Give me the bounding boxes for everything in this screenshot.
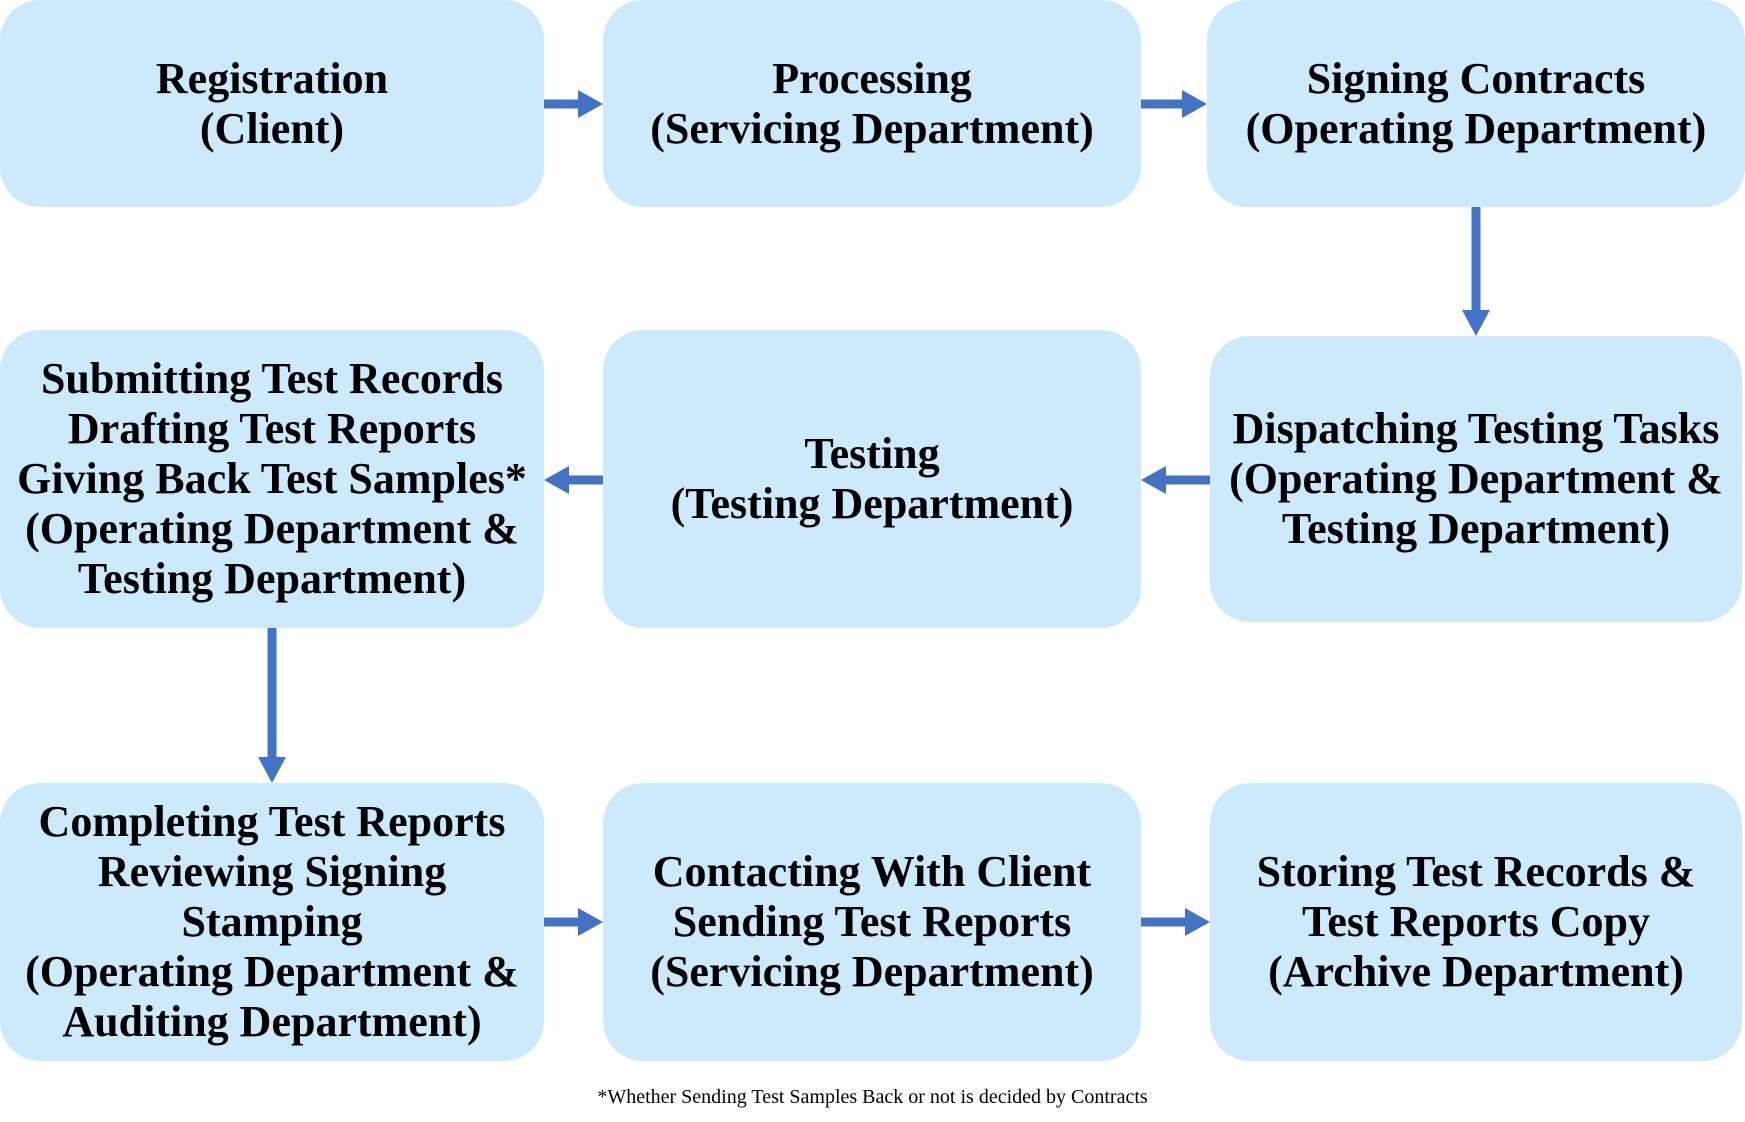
arrow-testing-to-submitting: [544, 466, 603, 494]
node-completing: Completing Test Reports Reviewing Signin…: [0, 783, 544, 1061]
arrow-contacting-to-storing: [1141, 908, 1210, 936]
node-text: Reviewing Signing: [97, 847, 447, 896]
node-text: Giving Back Test Samples*: [17, 454, 527, 503]
node-text: Testing Department): [1281, 504, 1671, 553]
footnote: *Whether Sending Test Samples Back or no…: [597, 1086, 1148, 1108]
node-text: Dispatching Testing Tasks: [1232, 404, 1720, 453]
node-text: (Operating Department &: [25, 947, 519, 996]
node-submitting: Submitting Test Records Drafting Test Re…: [0, 330, 544, 628]
node-text: Signing Contracts: [1306, 53, 1646, 103]
node-text: (Testing Department): [670, 479, 1074, 528]
arrow-processing-to-signing: [1141, 90, 1207, 118]
node-text: Test Reports Copy: [1302, 897, 1650, 946]
node-text: (Operating Department &: [25, 504, 519, 553]
arrow-completing-to-contacting: [544, 908, 603, 936]
arrow-registration-to-processing: [544, 90, 603, 118]
node-testing: Testing (Testing Department): [603, 330, 1141, 628]
node-text: Sending Test Reports: [672, 897, 1072, 946]
node-text: Drafting Test Reports: [67, 404, 477, 453]
node-text: Registration: [155, 53, 389, 103]
node-text: Testing Department): [77, 554, 467, 603]
node-contacting: Contacting With Client Sending Test Repo…: [603, 783, 1141, 1061]
node-text: Submitting Test Records: [40, 354, 504, 403]
arrow-submitting-to-completing: [258, 628, 286, 783]
node-dispatching: Dispatching Testing Tasks (Operating Dep…: [1210, 336, 1742, 622]
node-text: (Servicing Department): [650, 947, 1094, 996]
node-text: (Client): [199, 103, 345, 153]
node-text: Stamping: [181, 897, 363, 946]
node-text: Completing Test Reports: [38, 797, 506, 846]
node-text: (Operating Department): [1245, 103, 1707, 153]
node-processing: Processing (Servicing Department): [603, 0, 1141, 207]
arrow-dispatching-to-testing: [1141, 466, 1210, 494]
node-text: Auditing Department): [62, 997, 482, 1046]
node-text: Contacting With Client: [652, 847, 1092, 896]
node-text: (Archive Department): [1268, 947, 1684, 996]
node-text: Testing: [804, 429, 940, 478]
node-text: (Operating Department &: [1229, 454, 1723, 503]
node-text: Processing: [772, 53, 972, 103]
node-signing-contracts: Signing Contracts (Operating Department): [1207, 0, 1745, 207]
node-text: (Servicing Department): [650, 103, 1094, 153]
node-storing: Storing Test Records & Test Reports Copy…: [1210, 783, 1742, 1061]
node-text: Storing Test Records &: [1256, 847, 1696, 896]
node-registration: Registration (Client): [0, 0, 544, 207]
arrow-signing-to-dispatching: [1462, 207, 1490, 336]
